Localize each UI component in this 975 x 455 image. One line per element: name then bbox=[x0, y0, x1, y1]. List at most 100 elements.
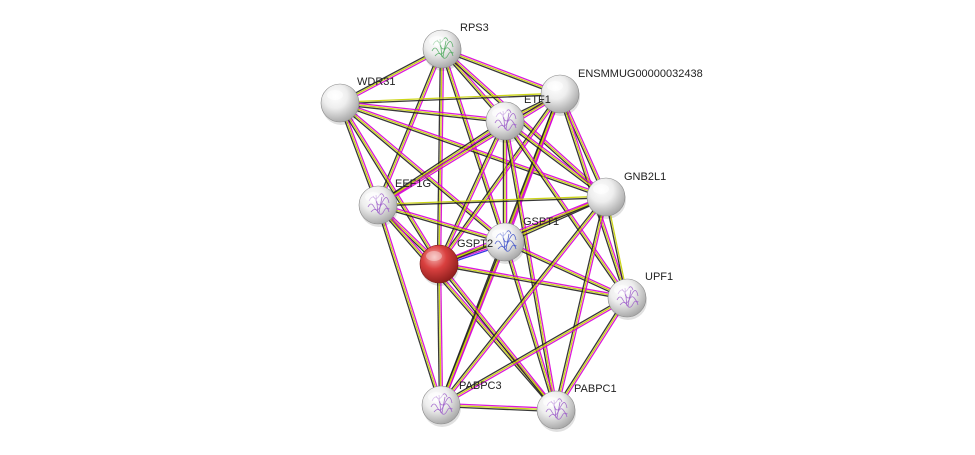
edge-GSPT1-PABPC1[interactable] bbox=[502, 241, 559, 411]
node-sphere[interactable] bbox=[419, 244, 459, 284]
edge-evidence-yellow bbox=[438, 263, 442, 406]
node-sphere[interactable] bbox=[586, 177, 626, 217]
edge-evidence-magenta bbox=[439, 121, 508, 265]
edge-RPS3-ENSMMUG00000032438[interactable] bbox=[441, 46, 561, 97]
node-gspt1[interactable]: GSPT1 bbox=[485, 216, 559, 264]
node-sphere[interactable] bbox=[485, 101, 525, 141]
edge-evidence-magenta bbox=[439, 261, 628, 298]
node-highlight bbox=[492, 229, 508, 239]
edge-evidence-yellow bbox=[377, 120, 506, 206]
node-label: RPS3 bbox=[460, 22, 489, 34]
edge-EEF1G-GNB2L1[interactable] bbox=[377, 195, 607, 207]
edge-evidence-magenta bbox=[442, 47, 608, 197]
node-sphere[interactable] bbox=[320, 83, 360, 123]
node-gnb2l1[interactable]: GNB2L1 bbox=[586, 171, 666, 219]
edge-evidence-yellow bbox=[504, 120, 607, 198]
edge-evidence-yellow bbox=[339, 102, 506, 122]
edge-evidence-black bbox=[438, 241, 505, 405]
edge-layer bbox=[337, 46, 630, 413]
node-eef1g[interactable]: EEF1G bbox=[358, 178, 431, 227]
node-gspt2[interactable]: GSPT2 bbox=[419, 238, 493, 286]
edge-EEF1G-PABPC3[interactable] bbox=[375, 204, 444, 406]
node-upf1[interactable]: UPF1 bbox=[607, 271, 673, 320]
edge-ETF1-PABPC1[interactable] bbox=[502, 120, 559, 411]
edge-GSPT1-PABPC3[interactable] bbox=[438, 241, 508, 406]
node-pabpc1[interactable]: PABPC1 bbox=[536, 383, 617, 432]
edge-evidence-magenta bbox=[441, 197, 608, 407]
edge-UPF1-PABPC1[interactable] bbox=[554, 296, 629, 412]
node-label: GSPT2 bbox=[457, 238, 493, 250]
edge-evidence-black bbox=[436, 120, 505, 264]
edge-evidence-magenta bbox=[378, 202, 506, 242]
edge-evidence-magenta bbox=[439, 49, 445, 265]
edge-evidence-yellow bbox=[438, 120, 506, 265]
node-rps3[interactable]: RPS3 bbox=[422, 22, 489, 71]
edge-evidence-yellow bbox=[339, 102, 506, 243]
edge-ETF1-UPF1[interactable] bbox=[503, 119, 629, 300]
edge-GNB2L1-PABPC3[interactable] bbox=[439, 195, 608, 407]
edge-evidence-black bbox=[376, 205, 556, 412]
edge-evidence-magenta bbox=[340, 100, 506, 121]
edge-evidence-magenta bbox=[505, 119, 608, 197]
edge-EEF1G-GSPT1[interactable] bbox=[377, 202, 506, 245]
edge-ENSMMUG00000032438-GSPT2[interactable] bbox=[437, 92, 562, 266]
edge-evidence-magenta bbox=[378, 121, 507, 207]
edge-GSPT2-PABPC3[interactable] bbox=[436, 263, 444, 406]
edge-evidence-magenta bbox=[556, 197, 609, 411]
node-label: ETF1 bbox=[524, 94, 551, 106]
edge-evidence-yellow bbox=[441, 48, 561, 95]
node-label: GNB2L1 bbox=[624, 171, 666, 183]
edge-evidence-black bbox=[436, 48, 442, 264]
edge-evidence-black bbox=[441, 49, 560, 97]
edge-evidence-yellow bbox=[440, 196, 607, 406]
edge-ETF1-GSPT2[interactable] bbox=[436, 120, 508, 265]
edge-evidence-black bbox=[375, 205, 441, 406]
node-sphere[interactable] bbox=[421, 385, 461, 425]
node-highlight bbox=[593, 184, 609, 194]
edge-ETF1-GNB2L1[interactable] bbox=[503, 119, 608, 199]
edge-GNB2L1-PABPC1[interactable] bbox=[553, 196, 609, 411]
edge-GSPT2-UPF1[interactable] bbox=[438, 261, 628, 301]
edge-GSPT2-GNB2L1[interactable] bbox=[438, 194, 607, 267]
node-label: WDR31 bbox=[357, 76, 396, 88]
node-sphere[interactable] bbox=[607, 278, 647, 318]
node-wdr31[interactable]: WDR31 bbox=[320, 76, 396, 125]
node-highlight bbox=[429, 36, 445, 46]
node-sphere[interactable] bbox=[358, 185, 398, 225]
edge-evidence-black bbox=[378, 197, 607, 207]
node-sphere[interactable] bbox=[536, 390, 576, 430]
node-etf1[interactable]: ETF1 bbox=[485, 94, 551, 143]
node-ensmmug00000032438[interactable]: ENSMMUG00000032438 bbox=[540, 68, 703, 116]
edge-RPS3-GSPT2[interactable] bbox=[436, 48, 445, 265]
edge-evidence-magenta bbox=[505, 120, 559, 410]
edge-evidence-black bbox=[338, 103, 439, 266]
edge-evidence-yellow bbox=[555, 297, 628, 411]
edge-evidence-black bbox=[439, 197, 607, 267]
edge-evidence-magenta bbox=[438, 194, 606, 264]
edge-evidence-black bbox=[504, 242, 627, 301]
edge-GSPT1-UPF1[interactable] bbox=[504, 239, 628, 301]
node-pabpc3[interactable]: PABPC3 bbox=[421, 380, 502, 427]
edge-evidence-yellow bbox=[504, 241, 557, 411]
edge-WDR31-ENSMMUG00000032438[interactable] bbox=[339, 92, 561, 105]
node-label: PABPC1 bbox=[574, 383, 617, 395]
edge-evidence-magenta bbox=[556, 298, 629, 412]
edge-evidence-magenta bbox=[441, 242, 508, 406]
edge-UPF1-PABPC3[interactable] bbox=[439, 296, 629, 407]
edge-evidence-yellow bbox=[438, 93, 561, 265]
edge-ETF1-EEF1G[interactable] bbox=[376, 119, 507, 207]
edge-evidence-black bbox=[502, 242, 556, 411]
edge-WDR31-ETF1[interactable] bbox=[339, 100, 506, 124]
edge-evidence-yellow bbox=[377, 204, 442, 406]
node-label: ENSMMUG00000032438 bbox=[578, 68, 703, 80]
edge-evidence-yellow bbox=[440, 297, 628, 406]
node-sphere[interactable] bbox=[422, 29, 462, 69]
protein-structure-icon bbox=[616, 286, 639, 308]
edge-evidence-magenta bbox=[340, 49, 444, 105]
edge-evidence-yellow bbox=[339, 92, 560, 103]
edge-evidence-yellow bbox=[438, 48, 443, 265]
edge-evidence-magenta bbox=[340, 101, 507, 242]
edge-evidence-black bbox=[339, 103, 606, 200]
edge-WDR31-GSPT2[interactable] bbox=[338, 101, 441, 266]
